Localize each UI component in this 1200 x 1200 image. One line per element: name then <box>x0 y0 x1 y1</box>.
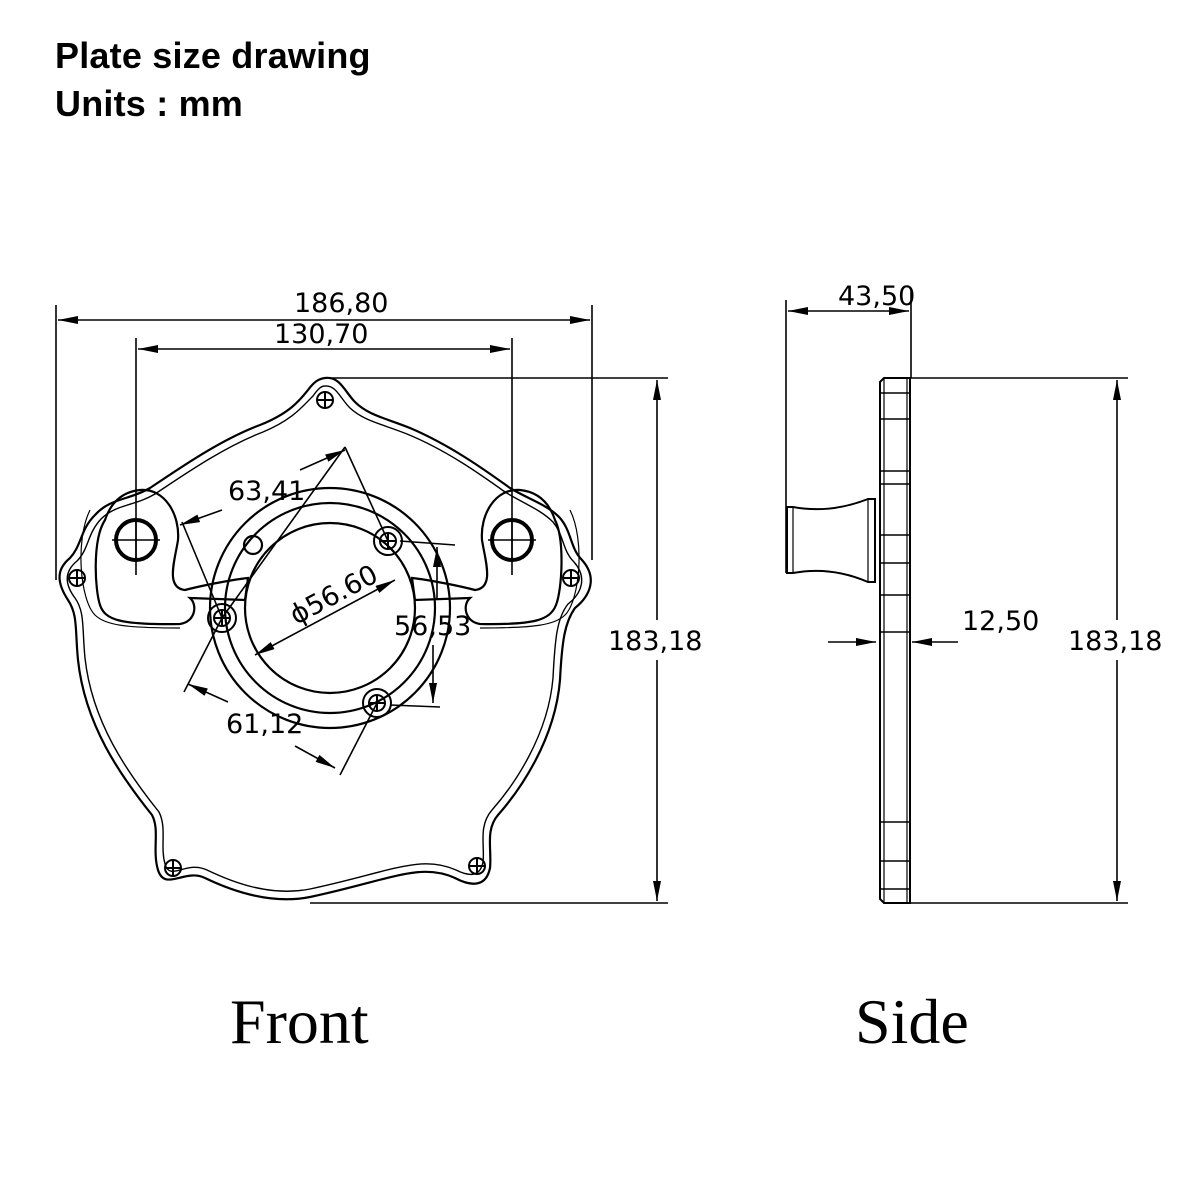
spigot-side <box>786 498 876 583</box>
plate-side <box>879 377 911 904</box>
dim-bolt-circle-b: 61,12 <box>226 709 303 740</box>
units-label: Units : mm <box>55 83 244 124</box>
drawing-title: Plate size drawing <box>55 35 371 76</box>
dim-overall-width: 186,80 <box>294 288 388 319</box>
perimeter-hole-bottom-left <box>164 859 182 877</box>
dim-mount-hole-spacing: 130,70 <box>274 319 368 350</box>
dim-overall-depth: 43,50 <box>838 281 915 312</box>
front-view-label: Front <box>230 986 369 1057</box>
front-dimension-lines <box>55 305 668 904</box>
perimeter-hole-left <box>68 569 86 587</box>
dim-vertical-spacing: 56,53 <box>394 611 471 642</box>
perimeter-hole-top <box>316 391 334 409</box>
front-view: 186,80 130,70 63,41 61,12 ϕ56.60 56,53 1… <box>55 288 702 904</box>
dim-plate-thickness: 12,50 <box>962 606 1039 637</box>
dim-side-overall-height: 183,18 <box>1068 626 1162 657</box>
dim-bore-diameter: ϕ56.60 <box>285 559 384 631</box>
perimeter-hole-bottom-right <box>468 857 486 875</box>
dim-bolt-circle-a: 63,41 <box>228 476 305 507</box>
side-view-label: Side <box>855 986 969 1057</box>
dim-front-overall-height: 183,18 <box>608 626 702 657</box>
central-ring <box>208 486 452 730</box>
perimeter-hole-right <box>562 569 580 587</box>
plate-outline <box>58 376 592 901</box>
ring-bolt-holes <box>207 526 403 718</box>
side-view: 43,50 12,50 183,18 <box>785 281 1162 904</box>
side-dimension-lines <box>785 290 1128 904</box>
arm-pockets <box>80 488 580 629</box>
